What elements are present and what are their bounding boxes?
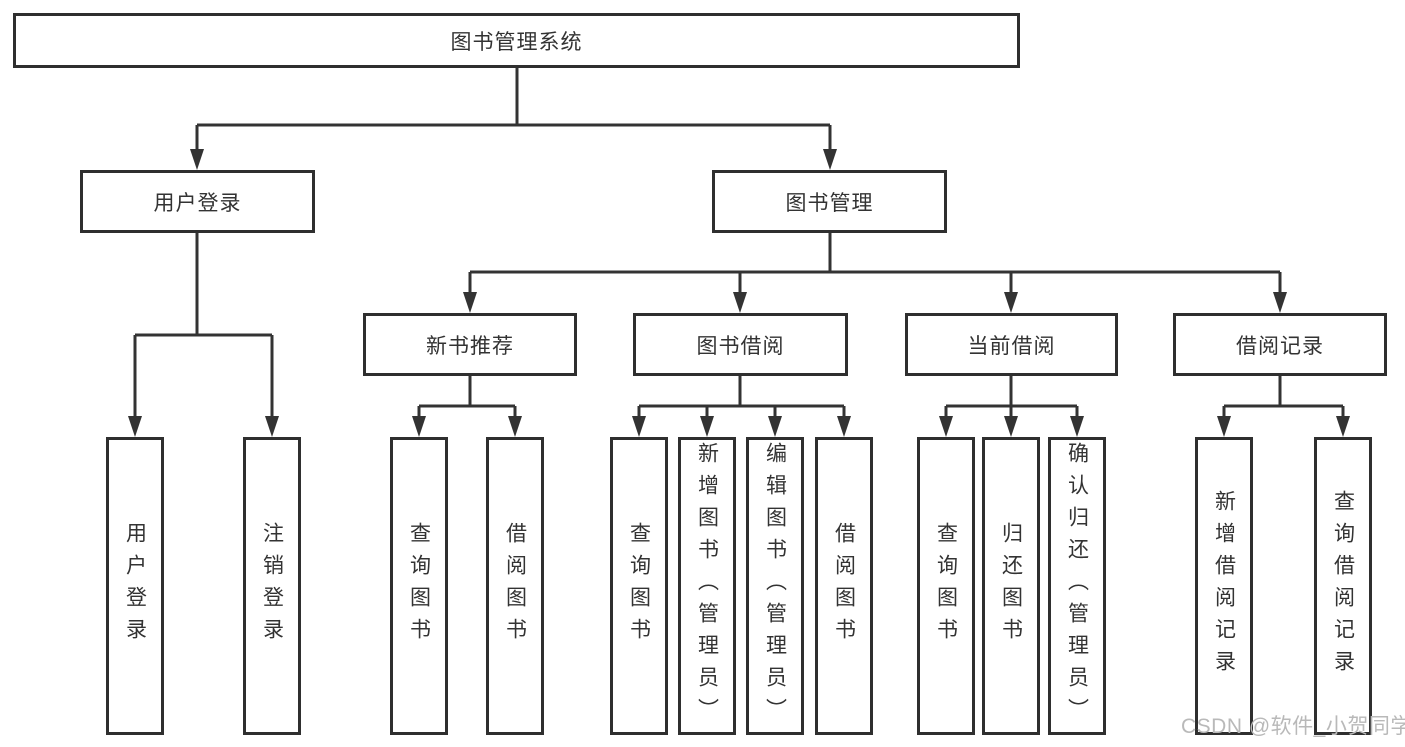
node-label: 图书借阅 — [696, 334, 785, 358]
node-label: 图书管理系统 — [450, 30, 583, 54]
leaf-label: 确认归还（管理员） — [1065, 442, 1089, 730]
node-label: 借阅记录 — [1236, 334, 1324, 358]
leaf-confirm-return-admin: 确认归还（管理员） — [1048, 437, 1106, 735]
leaf-label: 查询图书 — [627, 522, 651, 650]
csdn-watermark: CSDN @软件_小贺同学 — [1181, 715, 1405, 738]
leaf-label: 查询图书 — [934, 522, 958, 650]
leaf-label: 查询图书 — [407, 522, 431, 650]
node-library-management-system: 图书管理系统 — [13, 13, 1020, 68]
node-book-borrowing: 图书借阅 — [633, 313, 848, 376]
node-current-borrowing: 当前借阅 — [905, 313, 1118, 376]
leaf-label: 编辑图书（管理员） — [763, 442, 787, 730]
leaf-borrow-books: 借阅图书 — [815, 437, 873, 735]
leaf-label: 借阅图书 — [832, 522, 856, 650]
node-borrowing-records: 借阅记录 — [1173, 313, 1387, 376]
leaf-return-books: 归还图书 — [982, 437, 1040, 735]
leaf-query-borrow-record: 查询借阅记录 — [1314, 437, 1372, 735]
leaf-label: 借阅图书 — [503, 522, 527, 650]
node-label: 图书管理 — [785, 191, 874, 215]
leaf-query-books-borrow: 查询图书 — [610, 437, 668, 735]
leaf-query-books-rec: 查询图书 — [390, 437, 448, 735]
leaf-user-login: 用户登录 — [106, 437, 164, 735]
leaf-label: 用户登录 — [123, 522, 147, 650]
leaf-label: 新增借阅记录 — [1212, 490, 1236, 682]
node-label: 新书推荐 — [426, 334, 514, 358]
leaf-label: 注销登录 — [260, 522, 284, 650]
node-label: 用户登录 — [153, 191, 242, 215]
leaf-label: 新增图书（管理员） — [695, 442, 719, 730]
leaf-label: 查询借阅记录 — [1331, 490, 1355, 682]
leaf-add-borrow-record: 新增借阅记录 — [1195, 437, 1253, 735]
node-book-management-branch: 图书管理 — [712, 170, 947, 233]
node-label: 当前借阅 — [967, 334, 1056, 358]
node-new-book-recommend: 新书推荐 — [363, 313, 577, 376]
leaf-logout: 注销登录 — [243, 437, 301, 735]
leaf-borrow-books-rec: 借阅图书 — [486, 437, 544, 735]
arrowheads — [128, 149, 1350, 437]
leaf-edit-books-admin: 编辑图书（管理员） — [746, 437, 804, 735]
leaf-add-books-admin: 新增图书（管理员） — [678, 437, 736, 735]
leaf-query-books-current: 查询图书 — [917, 437, 975, 735]
leaf-label: 归还图书 — [999, 522, 1023, 650]
node-user-login-branch: 用户登录 — [80, 170, 315, 233]
